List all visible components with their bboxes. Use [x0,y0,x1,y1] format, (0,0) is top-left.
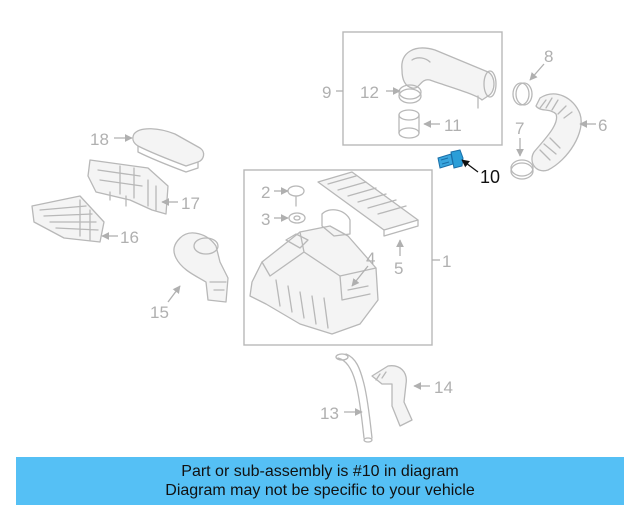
callout-4: 4 [366,249,375,268]
tube-13 [335,353,373,443]
leader-4 [351,265,369,287]
leader-15 [167,285,181,303]
intake-duct-group-box [336,31,503,146]
intake-duct-pipe [401,47,497,109]
callout-3: 3 [261,210,270,229]
housing-4 [249,209,379,335]
clamp-7 [510,159,534,180]
hose-6 [531,93,582,172]
bolt-10 [437,149,464,169]
callout-7: 7 [515,119,524,138]
callout-18: 18 [90,130,109,149]
part-2 [287,185,305,207]
hose-14 [371,365,413,427]
callout-12: 12 [360,83,379,102]
clamp-8 [512,82,533,106]
leader-10 [461,159,479,173]
part-3 [288,212,306,224]
air-cleaner-group-box [243,169,440,346]
callout-2: 2 [261,183,270,202]
duct-17 [87,159,169,215]
cover-18 [132,128,205,173]
filter-element-5 [317,171,419,237]
callout-1: 1 [442,252,451,271]
callout-16: 16 [120,228,139,247]
duct-16 [31,195,105,243]
callout-11: 11 [444,116,462,135]
hose-15 [173,232,229,303]
callout-15: 15 [150,303,169,322]
callout-9: 9 [322,83,331,102]
banner-line-disclaimer: Diagram may not be specific to your vehi… [165,482,475,499]
info-banner: Part or sub-assembly is #10 in diagram D… [16,457,624,505]
callout-14: 14 [434,378,453,397]
callout-8: 8 [544,47,553,66]
leader-8 [529,63,545,81]
callout-5: 5 [394,259,403,278]
banner-line-part-number: Part or sub-assembly is #10 in diagram [181,463,459,480]
callout-17: 17 [181,194,200,213]
seal-11 [398,109,420,139]
callout-6: 6 [598,116,607,135]
callout-10: 10 [480,167,500,187]
callout-13: 13 [320,404,339,423]
